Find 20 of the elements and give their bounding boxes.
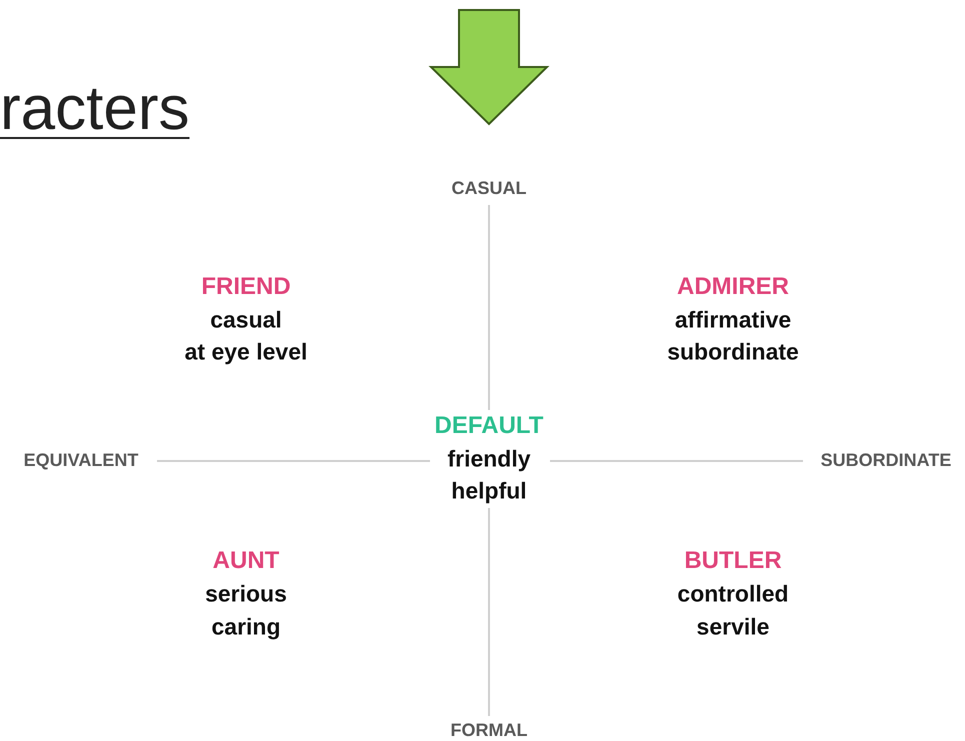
role-heading: FRIEND — [201, 274, 291, 300]
trait-text: at eye level — [184, 339, 308, 365]
trait-text: casual — [210, 307, 282, 333]
role-heading: ADMIRER — [677, 274, 789, 300]
axis-label: CASUAL — [452, 179, 526, 199]
trait-text: helpful — [451, 478, 527, 504]
role-heading: AUNT — [212, 548, 280, 574]
trait-text: controlled — [677, 581, 789, 607]
axis-label: FORMAL — [450, 721, 528, 741]
role-heading: DEFAULT — [434, 412, 544, 440]
title: racters — [0, 78, 190, 140]
trait-text: servile — [696, 614, 770, 640]
trait-text: friendly — [447, 446, 531, 472]
trait-text: subordinate — [667, 339, 799, 365]
axis-label: EQUIVALENT — [24, 451, 138, 471]
trait-text: caring — [211, 614, 281, 640]
role-heading: BUTLER — [684, 548, 782, 574]
axis-label: SUBORDINATE — [820, 451, 952, 471]
trait-text: serious — [205, 581, 287, 607]
trait-text: affirmative — [674, 307, 792, 333]
